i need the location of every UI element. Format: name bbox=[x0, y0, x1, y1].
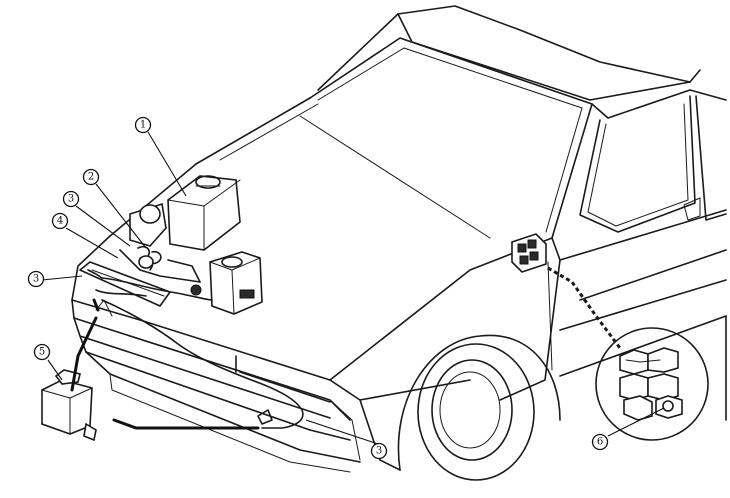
leader-lines bbox=[41, 131, 665, 445]
callout-4: 4 bbox=[51, 212, 69, 230]
callout-3a: 3 bbox=[62, 190, 80, 208]
door-switch bbox=[511, 233, 622, 349]
callout-2-label: 2 bbox=[88, 172, 94, 183]
callout-3c-label: 3 bbox=[376, 446, 382, 457]
alarm-module bbox=[41, 316, 260, 442]
callout-3c: 3 bbox=[370, 442, 388, 460]
callout-5-label: 5 bbox=[39, 347, 45, 358]
callout-5: 5 bbox=[33, 343, 51, 361]
callout-1-label: 1 bbox=[140, 120, 146, 131]
callout-3b-label: 3 bbox=[33, 274, 39, 285]
callout-4-label: 4 bbox=[57, 216, 63, 227]
actuator-assembly bbox=[87, 175, 304, 429]
callout-3a-label: 3 bbox=[68, 194, 74, 205]
callout-3b: 3 bbox=[27, 270, 45, 288]
callout-6-label: 6 bbox=[597, 437, 603, 448]
switch-detail-inset bbox=[595, 327, 709, 441]
callout-1: 1 bbox=[134, 116, 152, 134]
callout-6: 6 bbox=[591, 433, 609, 451]
callout-2: 2 bbox=[82, 168, 100, 186]
